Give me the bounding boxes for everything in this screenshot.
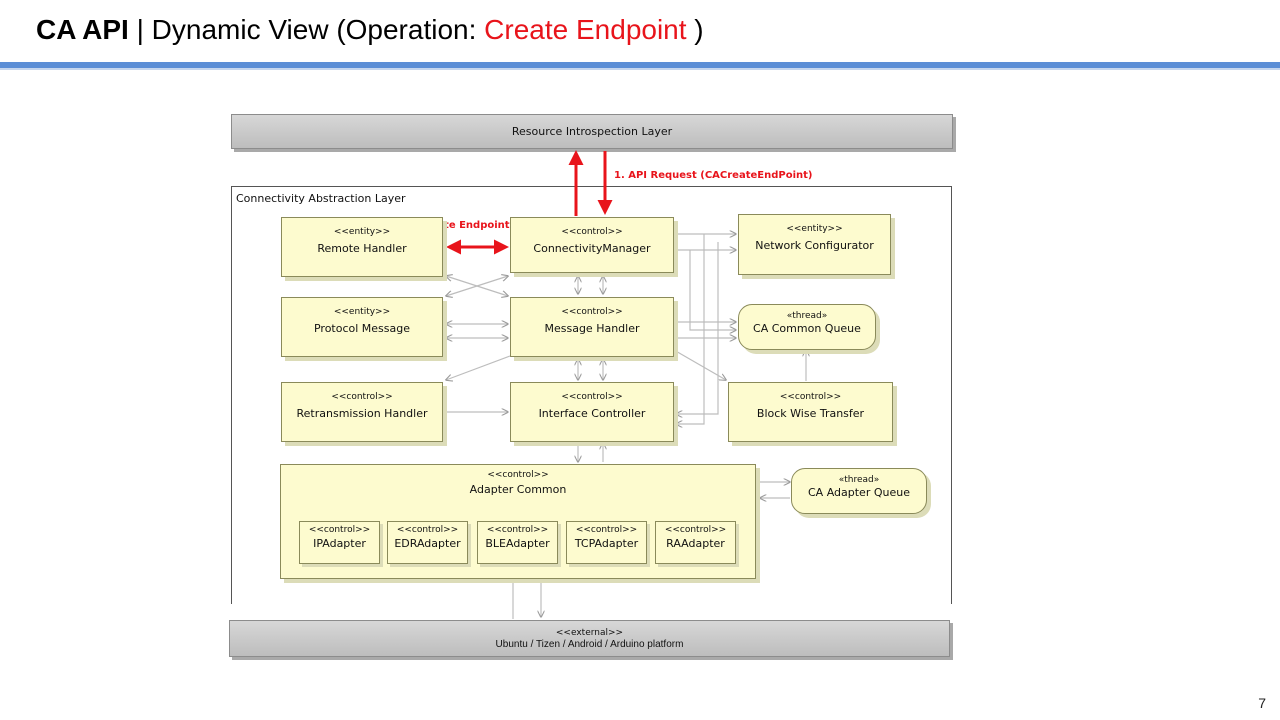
message-handler-stereotype: <<control>>: [561, 307, 623, 317]
platform-stereotype: <<external>>: [555, 628, 624, 638]
protocol-message-box: <<entity>> Protocol Message: [281, 297, 443, 357]
create-endpoint-label: 2. Create Endpoint Object: [404, 220, 550, 231]
ble-adapter-box: <<control>> BLEAdapter: [477, 521, 558, 564]
ra-adapter-box: <<control>> RAAdapter: [655, 521, 736, 564]
connectivity-manager-stereotype: <<control>>: [561, 227, 623, 237]
ca-common-queue-stereotype: «thread»: [786, 311, 828, 321]
connectivity-abstraction-layer-label: Connectivity Abstraction Layer: [236, 192, 406, 205]
ca-common-queue-box: «thread» CA Common Queue: [738, 304, 876, 350]
adapter-common-stereotype: <<control>>: [487, 470, 549, 480]
remote-handler-stereotype: <<entity>>: [333, 227, 391, 237]
block-wise-transfer-box: <<control>> Block Wise Transfer: [728, 382, 893, 442]
ble-adapter-stereotype: <<control>>: [486, 525, 549, 535]
ra-adapter-stereotype: <<control>>: [664, 525, 727, 535]
ip-adapter-stereotype: <<control>>: [308, 525, 371, 535]
network-configurator-label: Network Configurator: [755, 239, 874, 252]
resource-introspection-layer-label: Resource Introspection Layer: [511, 125, 673, 138]
block-wise-transfer-label: Block Wise Transfer: [756, 407, 865, 420]
edr-adapter-label: EDRAdapter: [394, 537, 461, 550]
title-product: CA API: [36, 14, 129, 45]
edr-adapter-box: <<control>> EDRAdapter: [387, 521, 468, 564]
api-request-label: 1. API Request (CACreateEndPoint): [614, 170, 813, 181]
title-underline: [0, 62, 1280, 68]
adapter-common-label: Adapter Common: [469, 483, 567, 496]
protocol-message-stereotype: <<entity>>: [333, 307, 391, 317]
title-operation: Create Endpoint: [484, 14, 687, 45]
page-title: CA API | Dynamic View (Operation: Create…: [36, 14, 704, 46]
tcp-adapter-box: <<control>> TCPAdapter: [566, 521, 647, 564]
message-handler-box: <<control>> Message Handler: [510, 297, 674, 357]
ca-adapter-queue-box: «thread» CA Adapter Queue: [791, 468, 927, 514]
protocol-message-label: Protocol Message: [313, 322, 411, 335]
page-number: 7: [1258, 695, 1266, 711]
title-end: ): [686, 14, 704, 45]
tcp-adapter-stereotype: <<control>>: [575, 525, 638, 535]
ca-adapter-queue-stereotype: «thread»: [838, 475, 880, 485]
connectivity-manager-label: ConnectivityManager: [533, 242, 651, 255]
title-underline-light: [0, 68, 1280, 70]
retransmission-handler-stereotype: <<control>>: [331, 392, 393, 402]
ip-adapter-box: <<control>> IPAdapter: [299, 521, 380, 564]
edr-adapter-stereotype: <<control>>: [396, 525, 459, 535]
remote-handler-box: <<entity>> Remote Handler: [281, 217, 443, 277]
tcp-adapter-label: TCPAdapter: [574, 537, 639, 550]
ip-adapter-label: IPAdapter: [313, 537, 366, 550]
ca-adapter-queue-label: CA Adapter Queue: [808, 486, 910, 499]
retransmission-handler-box: <<control>> Retransmission Handler: [281, 382, 443, 442]
interface-controller-label: Interface Controller: [538, 407, 646, 420]
interface-controller-box: <<control>> Interface Controller: [510, 382, 674, 442]
ra-adapter-label: RAAdapter: [666, 537, 725, 550]
remote-handler-label: Remote Handler: [317, 242, 407, 255]
interface-controller-stereotype: <<control>>: [561, 392, 623, 402]
connectivity-manager-box: <<control>> ConnectivityManager: [510, 217, 674, 273]
network-configurator-stereotype: <<entity>>: [786, 224, 843, 234]
platform-layer: <<external>> Ubuntu / Tizen / Android / …: [229, 620, 950, 657]
title-separator: | Dynamic View (Operation:: [128, 14, 485, 45]
ca-common-queue-label: CA Common Queue: [753, 322, 861, 335]
block-wise-transfer-stereotype: <<control>>: [779, 392, 842, 402]
resource-introspection-layer: Resource Introspection Layer: [231, 114, 953, 149]
ble-adapter-label: BLEAdapter: [485, 537, 550, 550]
platform-label: Ubuntu / Tizen / Android / Arduino platf…: [495, 639, 684, 650]
message-handler-label: Message Handler: [544, 322, 640, 335]
network-configurator-box: <<entity>> Network Configurator: [738, 214, 891, 275]
retransmission-handler-label: Retransmission Handler: [296, 407, 428, 420]
